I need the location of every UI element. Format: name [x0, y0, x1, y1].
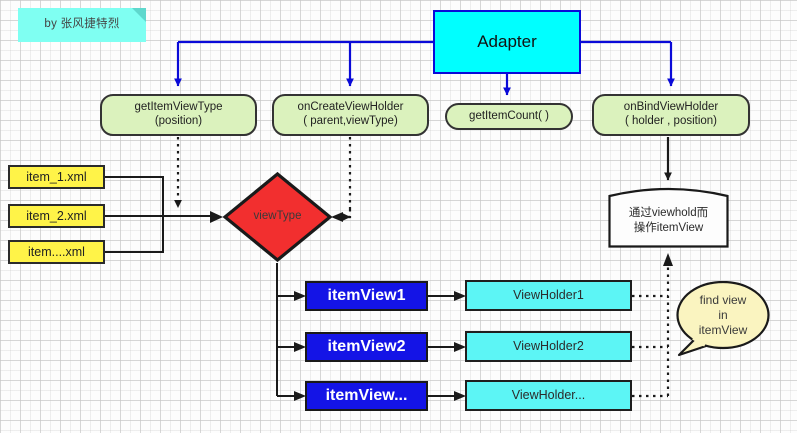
method-getitemcount[interactable]: getItemCount( ) — [445, 103, 573, 130]
method-getitemviewtype[interactable]: getItemViewType (position) — [100, 94, 257, 136]
adapter-label: Adapter — [477, 31, 537, 51]
item-view-1[interactable]: itemView1 — [305, 281, 428, 311]
view-holder-n[interactable]: ViewHolder... — [465, 380, 632, 411]
adapter-node[interactable]: Adapter — [433, 10, 581, 74]
layout-item-2-label: item_2.xml — [26, 208, 87, 223]
document-shape — [608, 187, 729, 248]
item-view-n[interactable]: itemView... — [305, 381, 428, 411]
item-view-2[interactable]: itemView2 — [305, 332, 428, 362]
callout-find-view-text: find view in itemView — [676, 281, 770, 349]
method-oncreateviewholder-line1: onCreateViewHolder — [297, 101, 404, 114]
layout-item-2-xml[interactable]: item_2.xml — [8, 204, 105, 228]
view-holder-n-label: ViewHolder... — [511, 388, 586, 403]
page-fold-icon — [132, 8, 146, 22]
item-view-2-label: itemView2 — [327, 337, 406, 355]
callout-line2: in — [718, 307, 728, 322]
method-getitemviewtype-line2: (position) — [154, 115, 203, 127]
layout-item-1-xml[interactable]: item_1.xml — [8, 165, 105, 189]
callout-find-view[interactable]: find view in itemView — [676, 281, 770, 357]
watermark-note: by 张风捷特烈 — [18, 8, 146, 42]
view-holder-1-label: ViewHolder1 — [513, 288, 584, 303]
method-oncreateviewholder-line2: ( parent,viewType) — [303, 115, 398, 127]
layout-item-n-label: item....xml — [28, 244, 85, 259]
decision-viewtype[interactable]: viewType — [222, 171, 333, 263]
method-onbindviewholder-line2: ( holder , position) — [624, 115, 718, 127]
decision-viewtype-label: viewType — [253, 210, 302, 223]
view-holder-1[interactable]: ViewHolder1 — [465, 280, 632, 311]
callout-line3: itemView — [698, 322, 748, 337]
callout-line1: find view — [699, 292, 747, 307]
document-note-operate-itemview[interactable]: 通过viewhold而 操作itemView — [608, 186, 729, 248]
diamond-shape — [222, 171, 333, 263]
method-oncreateviewholder[interactable]: onCreateViewHolder ( parent,viewType) — [272, 94, 429, 136]
document-note-text: 通过viewhold而 操作itemView — [608, 194, 729, 248]
speech-bubble-shape — [676, 281, 770, 357]
layout-item-1-label: item_1.xml — [26, 169, 87, 184]
view-holder-2[interactable]: ViewHolder2 — [465, 331, 632, 362]
method-onbindviewholder[interactable]: onBindViewHolder ( holder , position) — [592, 94, 750, 136]
method-getitemviewtype-line1: getItemViewType — [134, 101, 223, 114]
method-onbindviewholder-line1: onBindViewHolder — [623, 101, 719, 114]
layout-item-n-xml[interactable]: item....xml — [8, 240, 105, 264]
document-note-line1: 通过viewhold而 — [628, 207, 709, 220]
method-getitemcount-label: getItemCount( ) — [469, 109, 549, 122]
item-view-n-label: itemView... — [325, 386, 408, 404]
document-note-line2: 操作itemView — [633, 222, 704, 234]
watermark-text: by 张风捷特烈 — [44, 18, 120, 31]
view-holder-2-label: ViewHolder2 — [513, 339, 584, 354]
item-view-1-label: itemView1 — [327, 286, 406, 304]
